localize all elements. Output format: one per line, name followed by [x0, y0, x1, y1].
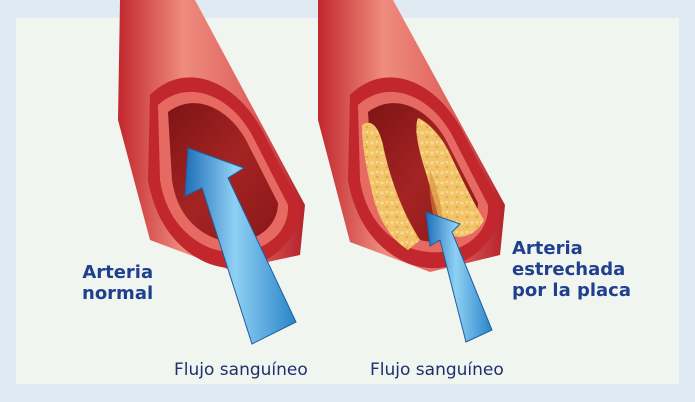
label-narrowed-artery: Arteria estrechada por la placa [512, 238, 631, 301]
label-normal-artery: Arteria normal [82, 262, 153, 304]
narrowed-artery [318, 0, 505, 272]
flow-label-left: Flujo sanguíneo [174, 360, 308, 380]
flow-label-right: Flujo sanguíneo [370, 360, 504, 380]
normal-artery [118, 0, 305, 270]
